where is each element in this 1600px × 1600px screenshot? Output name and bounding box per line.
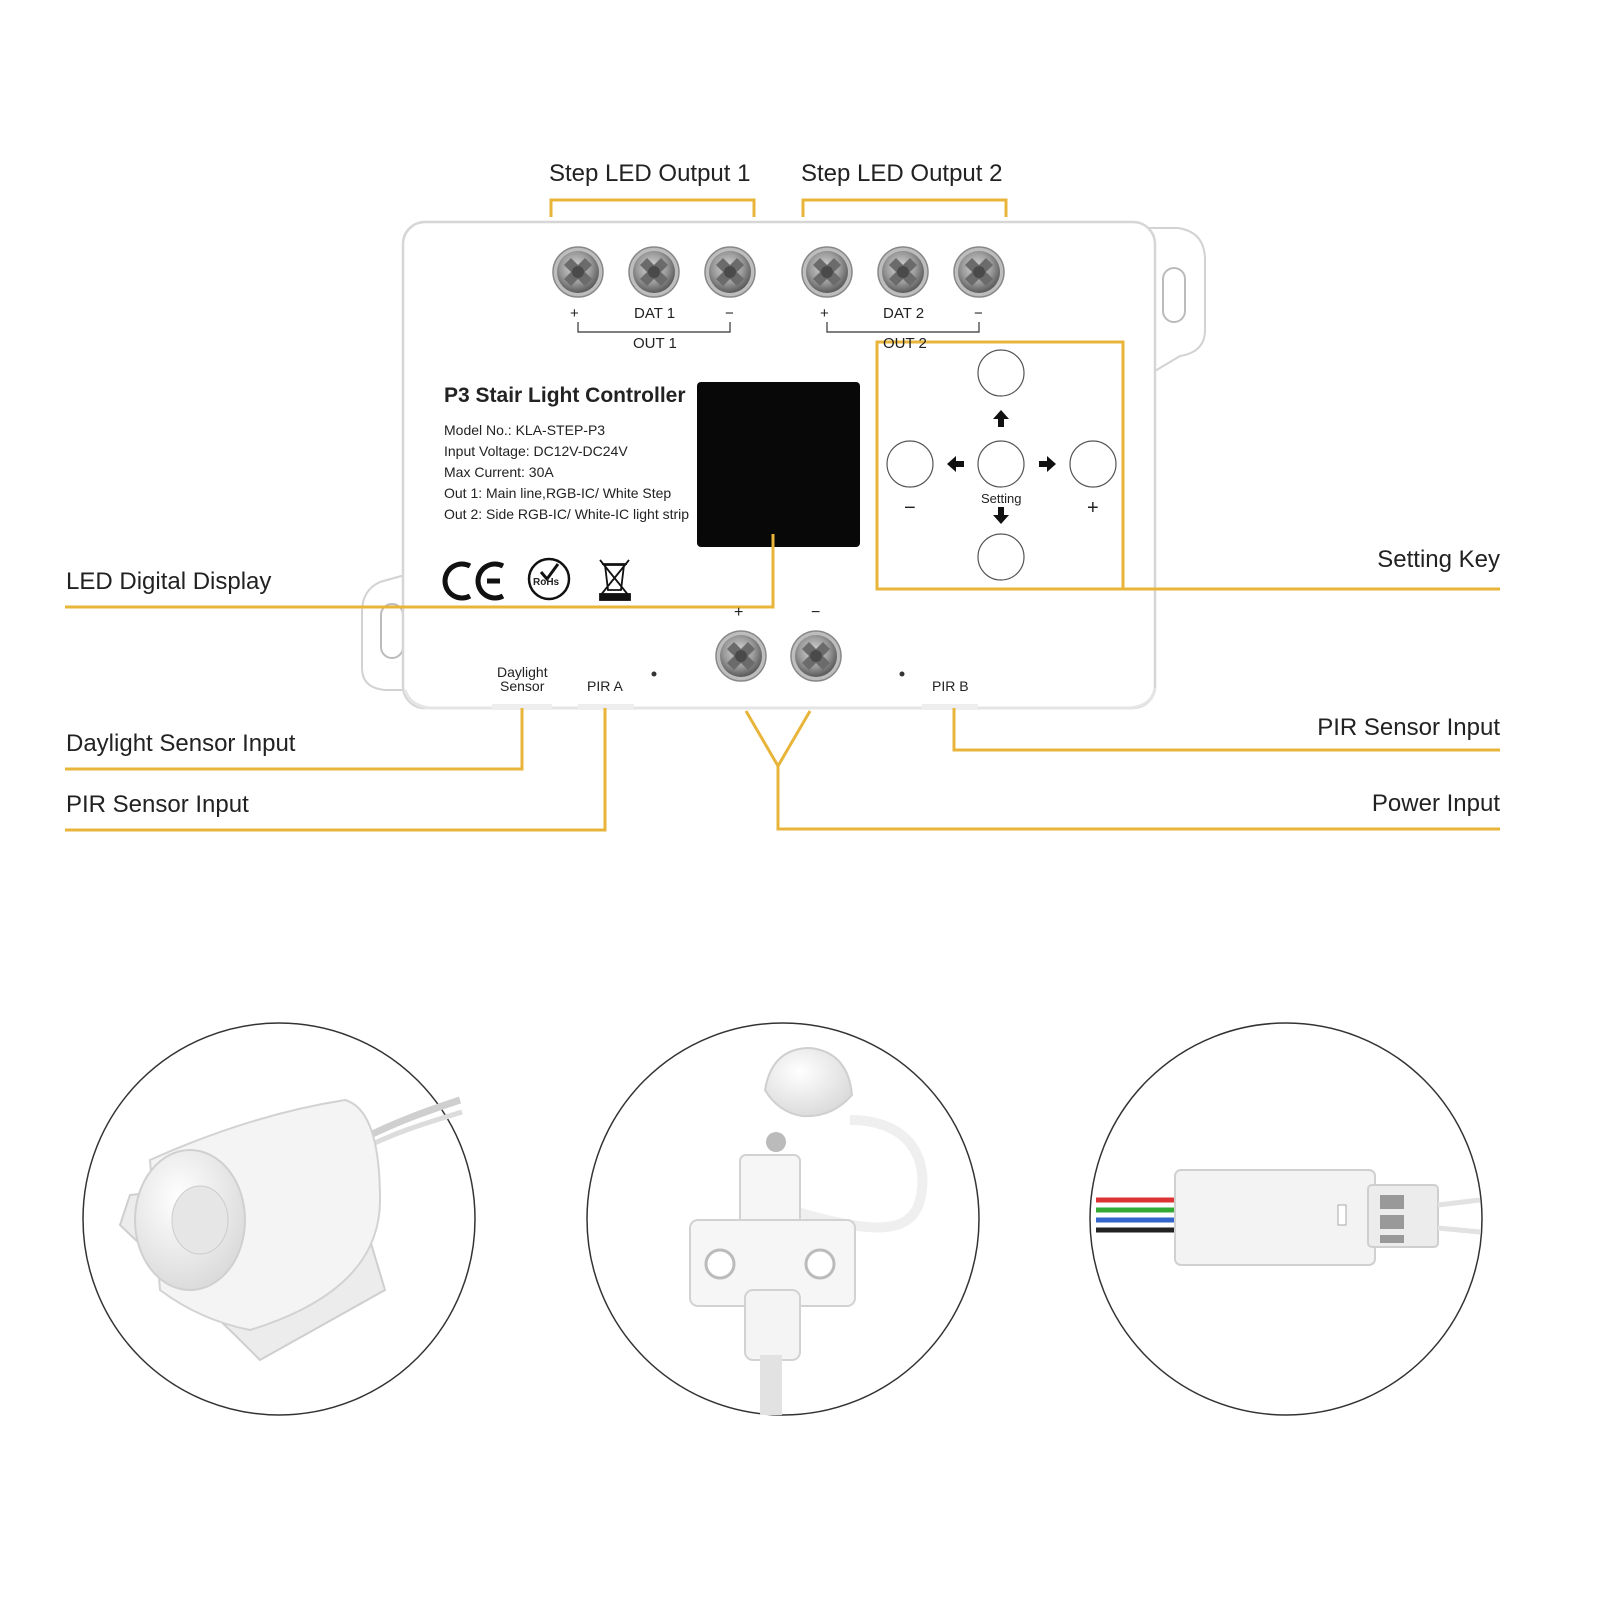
daylight-sensor-label-line1: Daylight [497,664,548,680]
out1-minus-label: − [725,305,734,322]
spec-out1: Out 1: Main line,RGB-IC/ White Step [444,485,672,501]
out1-plus-label: + [570,305,579,322]
photo-led-connector [1089,1022,1483,1416]
rohs-text: RoHs [533,577,560,588]
setting-key-label: Setting [981,491,1022,506]
spec-model: Model No.: KLA-STEP-P3 [444,422,606,438]
arrow-left-icon [947,456,964,472]
out2-label: OUT 2 [883,335,927,352]
callout-step-led-output-1: Step LED Output 1 [549,160,751,187]
photo-pir-sensor-round [82,1022,476,1416]
device-title: P3 Stair Light Controller [444,384,686,407]
spec-current: Max Current: 30A [444,464,554,480]
pir-a-label: PIR A [587,678,623,694]
arrow-right-icon [1039,456,1056,472]
callout-pir-sensor-input-right: PIR Sensor Input [1317,714,1500,741]
daylight-sensor-label-line2: Sensor [500,678,545,694]
led-digital-display [697,382,860,547]
photo-daylight-sensor [586,1022,980,1416]
keypad-minus-label: − [904,497,916,519]
rohs-icon [527,557,571,601]
weee-bin-icon [599,559,631,601]
callout-power-input: Power Input [1371,790,1500,817]
callout-pir-sensor-input-left: PIR Sensor Input [66,791,249,818]
callout-led-digital-display: LED Digital Display [66,568,272,595]
out2-plus-label: + [820,305,829,322]
callout-lines [65,198,1500,832]
power-minus-label: − [811,604,821,621]
callout-setting-key: Setting Key [1377,546,1500,573]
out2-terminal-block [801,246,1005,298]
spec-out2: Out 2: Side RGB-IC/ White-IC light strip [444,506,690,522]
setting-keypad [886,349,1117,581]
keypad-plus-label: + [1087,497,1099,519]
out1-label: OUT 1 [633,335,677,352]
out1-dat-label: DAT 1 [634,305,676,322]
arrow-down-icon [993,507,1009,524]
pir-b-indicator [899,671,905,677]
callout-step-led-output-2: Step LED Output 2 [801,160,1003,187]
pir-b-label: PIR B [932,678,969,694]
ce-mark-icon [442,561,505,601]
out2-dat-label: DAT 2 [883,305,925,322]
arrow-up-icon [993,410,1009,427]
out1-terminal-block [552,246,756,298]
pir-a-indicator [651,671,657,677]
out2-minus-label: − [974,305,983,322]
power-plus-label: + [734,604,744,621]
spec-voltage: Input Voltage: DC12V-DC24V [444,443,628,459]
callout-daylight-sensor-input: Daylight Sensor Input [66,730,296,757]
